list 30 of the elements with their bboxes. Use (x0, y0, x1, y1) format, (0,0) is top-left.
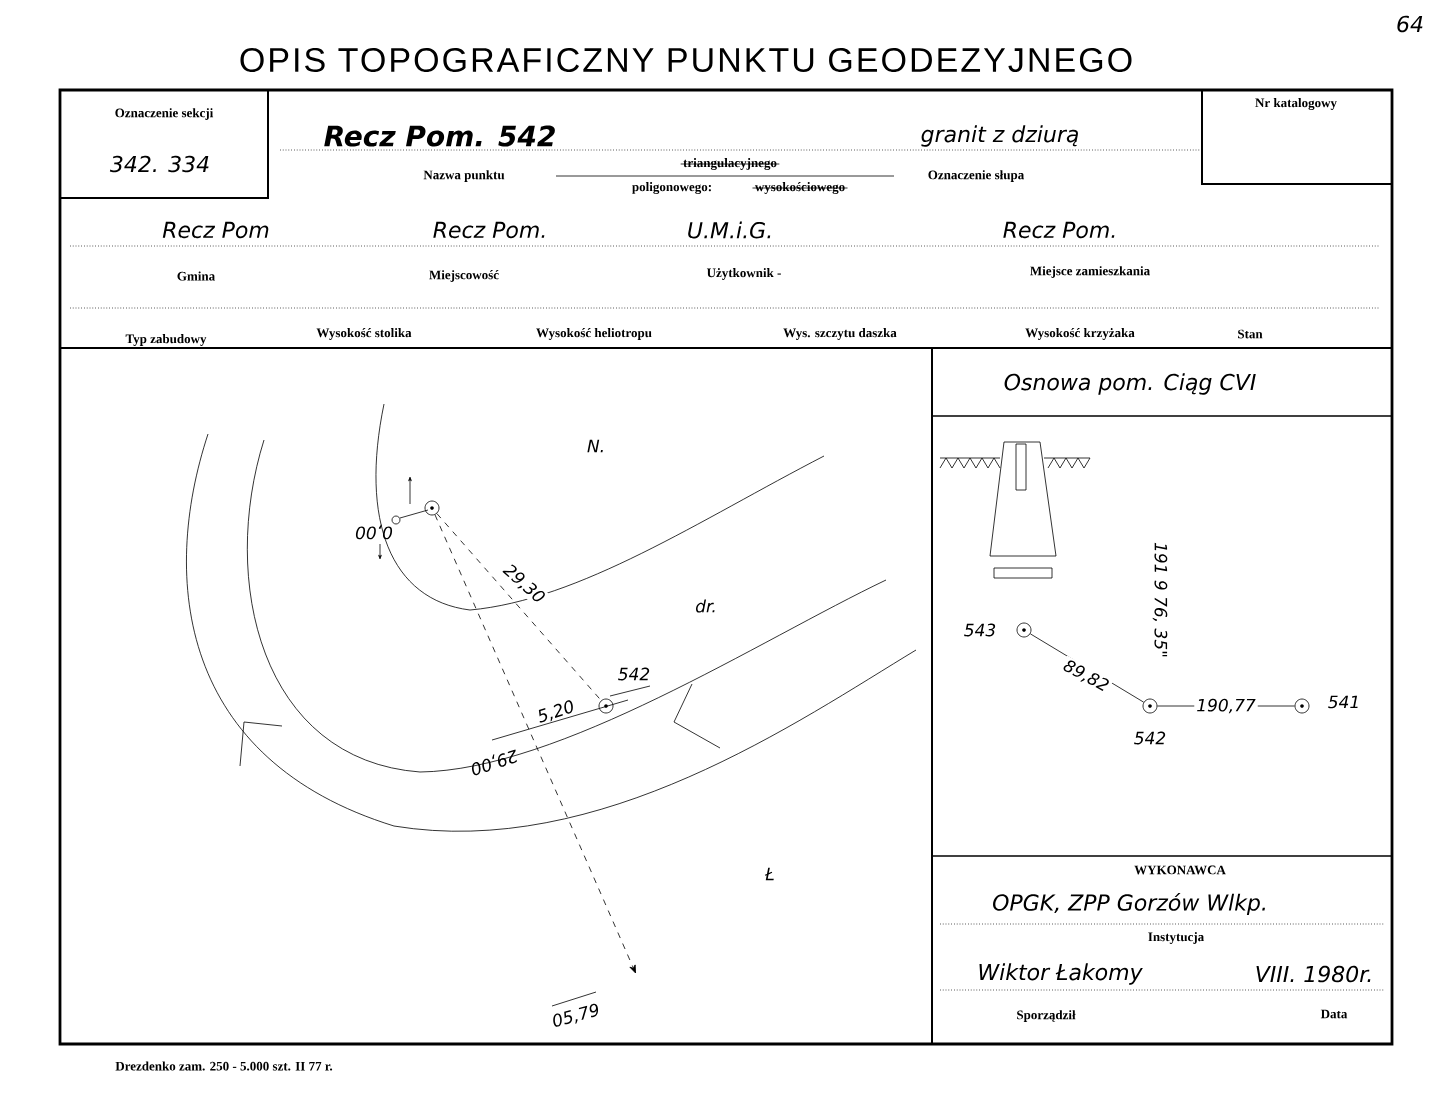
survey-point (424, 500, 440, 516)
measurement-label: 05,79 (553, 1003, 599, 1027)
edge-label: 190,77 (1194, 696, 1258, 716)
measurement-label: 29,00 (472, 749, 517, 776)
field-value: Recz Pom. (1003, 221, 1115, 239)
point-name: Recz Pom. 542 (324, 125, 555, 147)
field-value: granit z dziurą (921, 125, 1078, 147)
map-label: Ł (764, 867, 774, 881)
field-value: Wiktor Łakomy (979, 963, 1143, 985)
survey-point (1142, 698, 1158, 714)
field-value: U.M.i.G. (688, 221, 771, 239)
field-value: VIII. 1980r. (1256, 965, 1371, 983)
map-label: dr. (696, 599, 715, 613)
field-value: Osnowa pom. Ciąg CVI (1004, 373, 1256, 395)
survey-point (598, 698, 614, 714)
point-number: 542 (618, 667, 650, 681)
point-number: 543 (964, 623, 996, 637)
field-value: 342. 334 (109, 155, 209, 173)
survey-point (1016, 622, 1032, 638)
point-number: 541 (1328, 695, 1358, 709)
field-value: Recz Pom. (433, 221, 545, 239)
page-number: 64 (1397, 15, 1423, 33)
measurement-line (434, 514, 636, 974)
form-title: OPIS TOPOGRAFICZNY PUNKTU GEODEZYJNEGO (240, 47, 1132, 73)
survey-point (1294, 698, 1310, 714)
point-number: 542 (1134, 731, 1166, 745)
field-value: Recz Pom (162, 221, 269, 239)
measurement-line (436, 513, 602, 701)
field-value: OPGK, ZPP Gorzów Wlkp. (993, 892, 1265, 916)
map-label: N. (587, 439, 603, 453)
